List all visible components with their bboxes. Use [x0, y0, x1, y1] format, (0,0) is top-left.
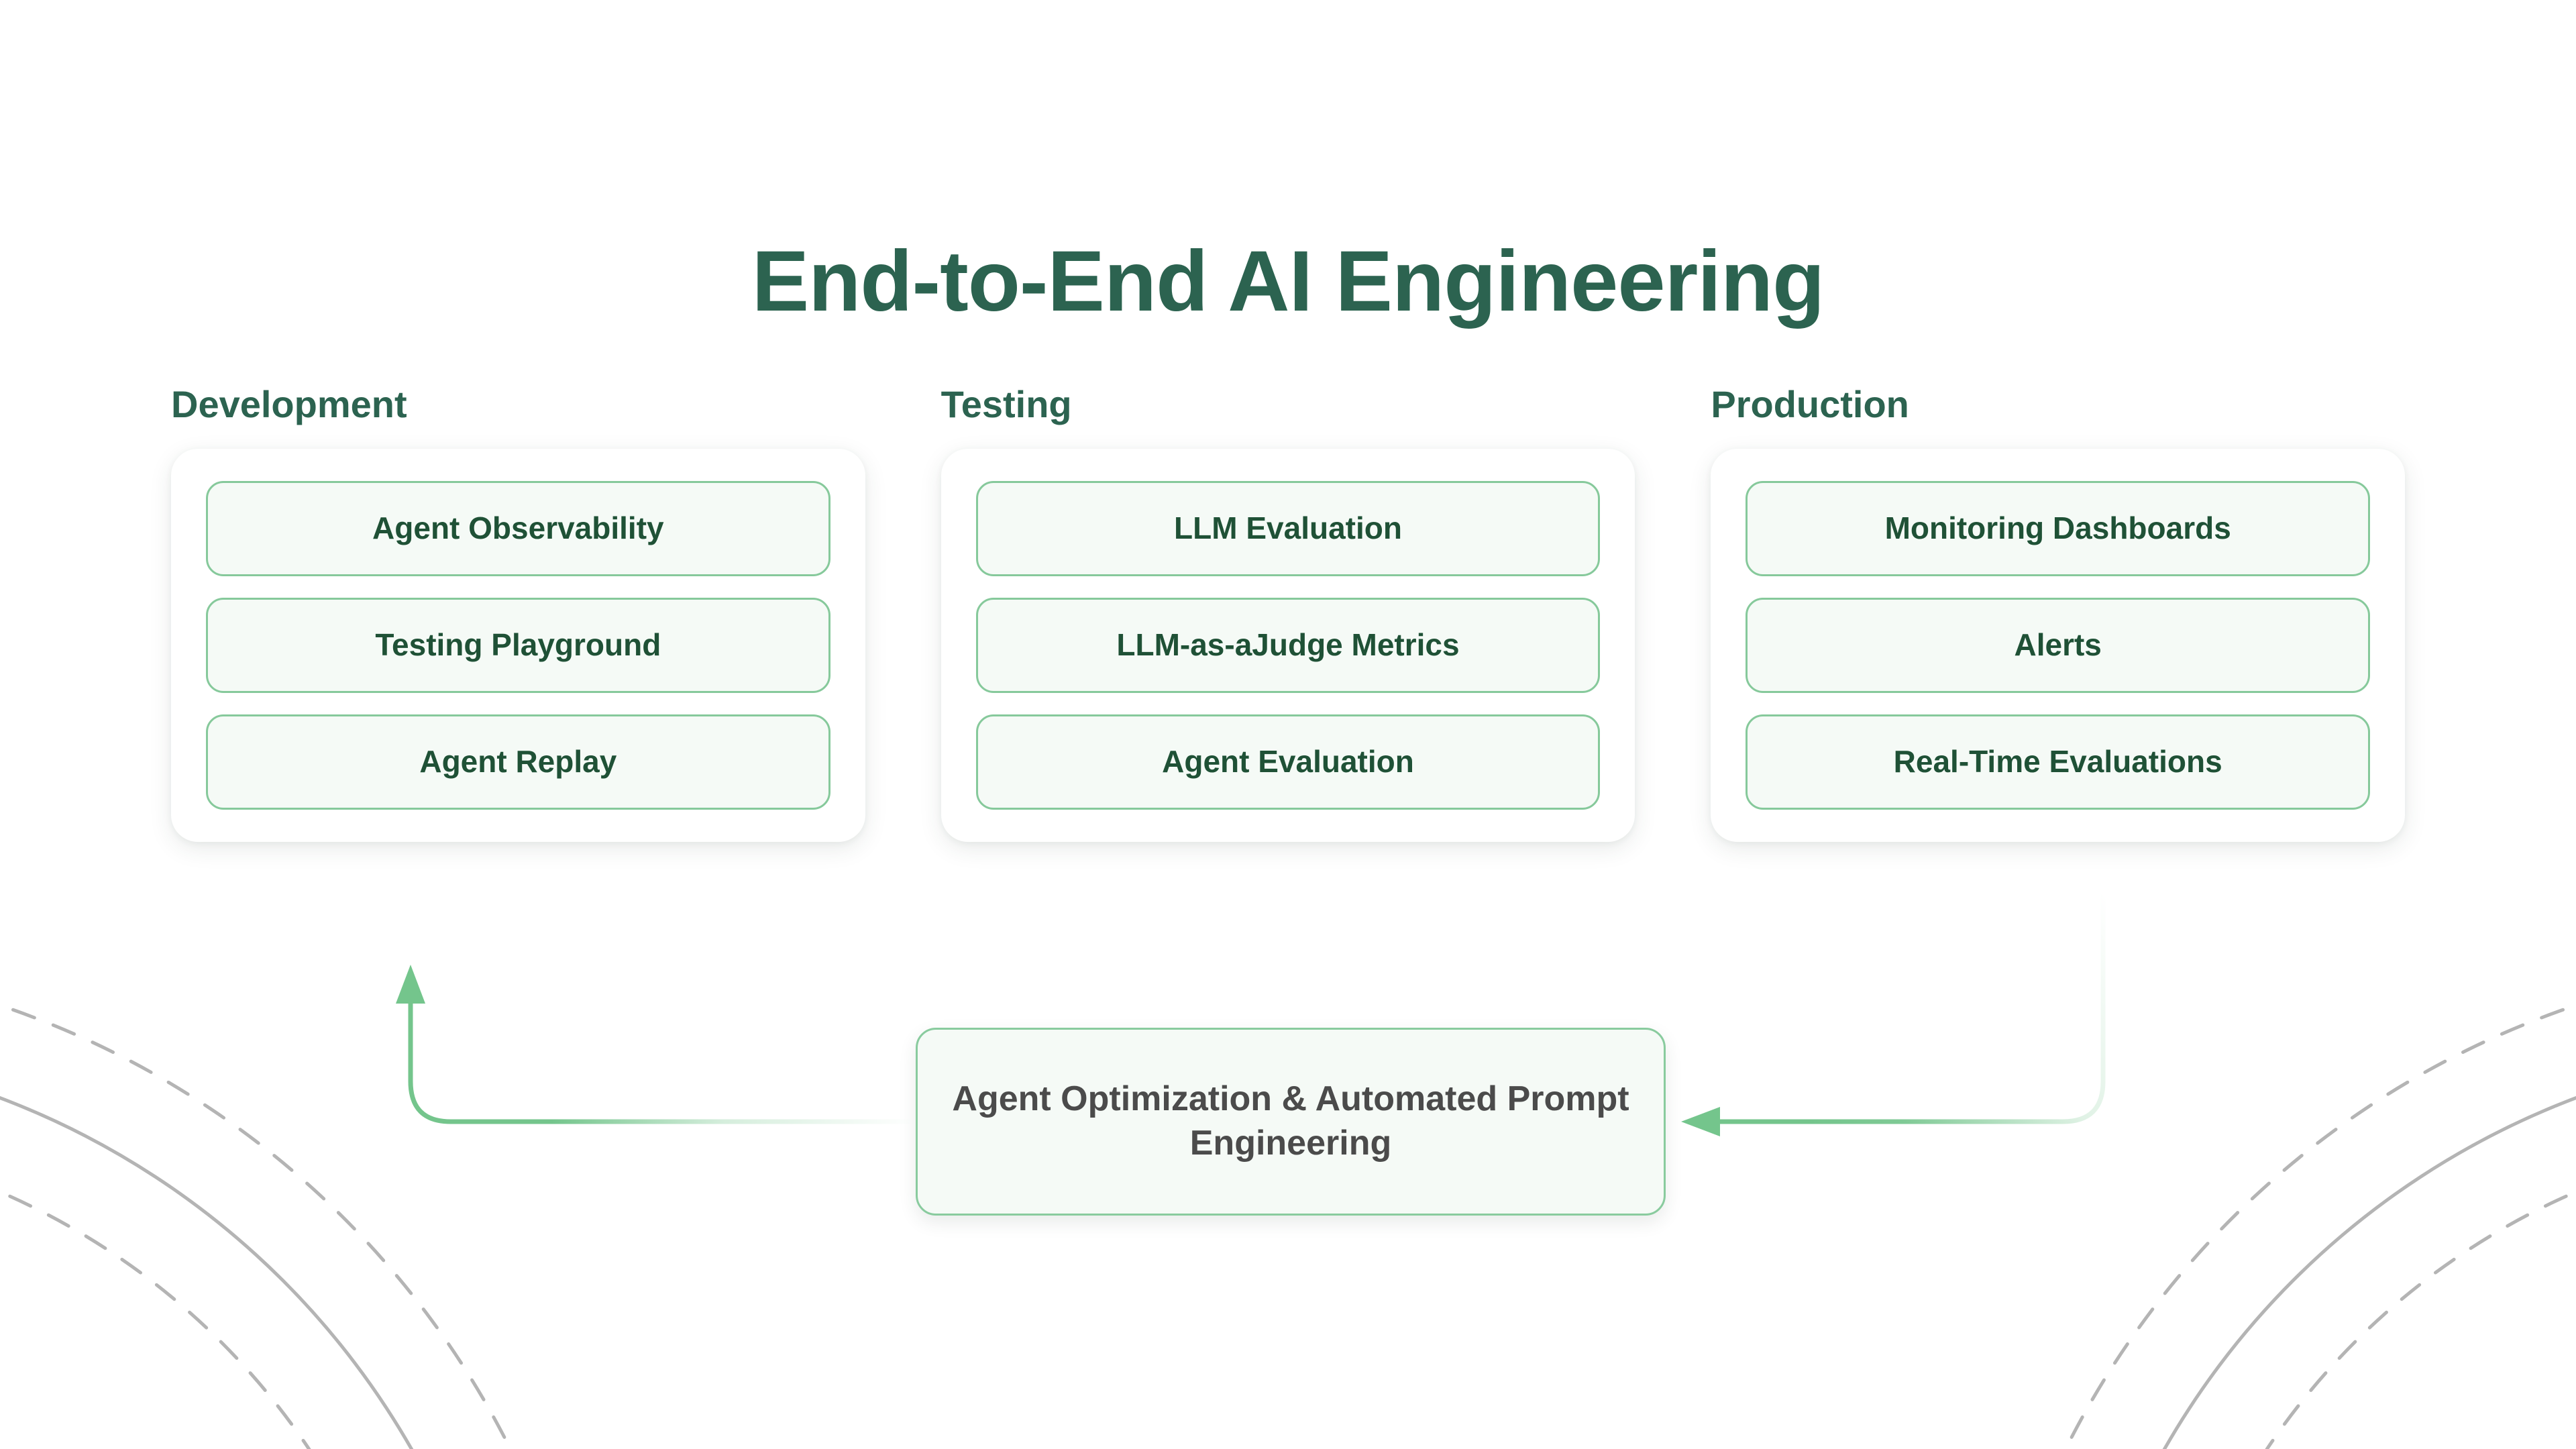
decor-arc-right-inner-dashed [2265, 1190, 2576, 1449]
column-header-production: Production [1711, 383, 1909, 425]
feedback-box[interactable]: Agent Optimization & Automated Prompt En… [916, 1028, 1666, 1216]
connector-production-to-feedback [1700, 892, 2106, 1124]
stage-card-development: Agent Observability Testing Playground A… [171, 449, 865, 842]
arrowhead-up-to-development [396, 965, 425, 1004]
stage-item-llm-as-a-judge-metrics[interactable]: LLM-as-aJudge Metrics [975, 598, 1601, 693]
connector-feedback-to-development [408, 983, 918, 1124]
decor-arc-right-outer-dashed [2063, 1004, 2576, 1449]
stage-columns: Development Agent Observability Testing … [171, 383, 2406, 842]
stage-card-production: Monitoring Dashboards Alerts Real-Time E… [1711, 449, 2406, 842]
stage-item-alerts[interactable]: Alerts [1746, 598, 2371, 693]
stage-item-real-time-evaluations[interactable]: Real-Time Evaluations [1746, 714, 2371, 810]
stage-card-testing: LLM Evaluation LLM-as-aJudge Metrics Age… [941, 449, 1635, 842]
stage-item-monitoring-dashboards[interactable]: Monitoring Dashboards [1746, 481, 2371, 576]
feedback-box-label: Agent Optimization & Automated Prompt En… [952, 1079, 1629, 1163]
stage-item-agent-replay[interactable]: Agent Replay [206, 714, 830, 810]
stage-item-agent-evaluation[interactable]: Agent Evaluation [975, 714, 1601, 810]
decor-arc-left-outer-dashed [0, 1004, 513, 1449]
decor-arc-right-solid [2162, 1095, 2576, 1449]
column-production: Production Monitoring Dashboards Alerts … [1711, 383, 2406, 842]
column-testing: Testing LLM Evaluation LLM-as-aJudge Met… [941, 386, 1635, 842]
stage-item-testing-playground[interactable]: Testing Playground [206, 598, 830, 693]
page-title: End-to-End AI Engineering [751, 233, 1825, 329]
column-development: Development Agent Observability Testing … [171, 386, 865, 842]
decor-arc-left-inner-dashed [0, 1190, 311, 1449]
stage-item-agent-observability[interactable]: Agent Observability [206, 481, 830, 576]
arrowhead-left-to-feedback [1681, 1107, 1720, 1136]
decor-arc-left-solid [0, 1095, 414, 1449]
stage-item-llm-evaluation[interactable]: LLM Evaluation [975, 481, 1601, 576]
column-header-development: Development [171, 383, 407, 425]
column-header-testing: Testing [941, 383, 1072, 425]
